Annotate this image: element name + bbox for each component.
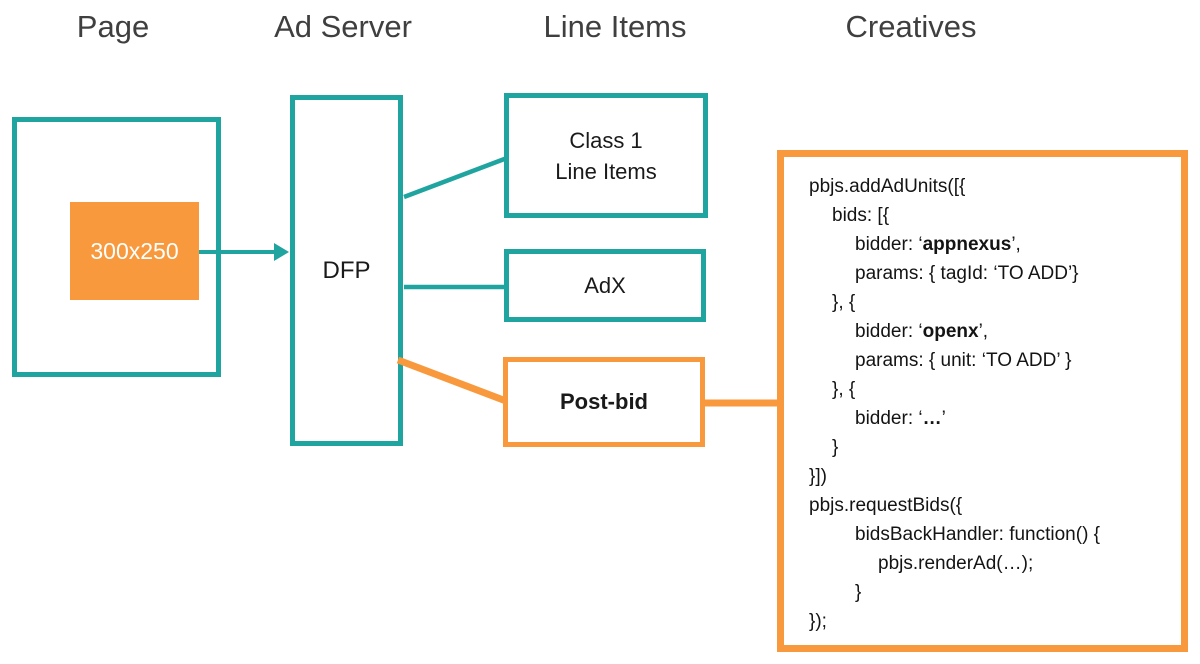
class1-line-items-box: Class 1 Line Items [504,93,708,218]
dfp-label: DFP [322,256,371,284]
code-line: bidder: ‘openx’, [855,321,989,342]
page-box: 300x250 [12,117,221,377]
creatives-code-box: pbjs.addAdUnits([{ bids: [{ bidder: ‘appne… [777,150,1188,652]
column-header-line-items: Line Items [543,9,687,44]
code-line: } [832,437,839,458]
column-header-ad-server: Ad Server [274,9,412,44]
class1-label-line1: Class 1 [569,127,643,153]
code-line: bidsBackHandler: function() { [855,524,1101,545]
adx-box: AdX [504,249,706,322]
code-line: }]) [809,466,827,487]
code-line: bidder: ‘…’ [855,408,946,429]
ad-slot-300x250: 300x250 [70,202,199,300]
post-bid-label: Post-bid [560,389,648,414]
code-line: }, { [832,292,856,313]
connector-dfp-class1 [403,155,508,200]
connector-dfp-postbid [396,356,508,405]
code-line: }, { [832,379,856,400]
code-line: } [855,582,862,603]
code-line: bids: [{ [832,205,890,226]
post-bid-box: Post-bid [503,357,705,447]
code-line: params: { unit: ‘TO ADD’ } [855,350,1072,371]
dfp-box: DFP [290,95,403,446]
code-line: pbjs.renderAd(…); [878,553,1034,574]
code-line: pbjs.requestBids({ [809,495,963,516]
adx-label: AdX [584,272,626,298]
pbjs-code: pbjs.addAdUnits([{ bids: [{ bidder: ‘appne… [809,172,1171,636]
column-header-creatives: Creatives [845,9,977,44]
code-line: params: { tagId: ‘TO ADD’} [855,263,1079,284]
code-line: }); [809,611,827,632]
code-line: bidder: ‘appnexus’, [855,234,1021,255]
column-header-page: Page [76,9,150,44]
class1-label-line2: Line Items [555,158,657,184]
code-line: pbjs.addAdUnits([{ [809,176,966,197]
arrowhead-icon [274,243,289,261]
